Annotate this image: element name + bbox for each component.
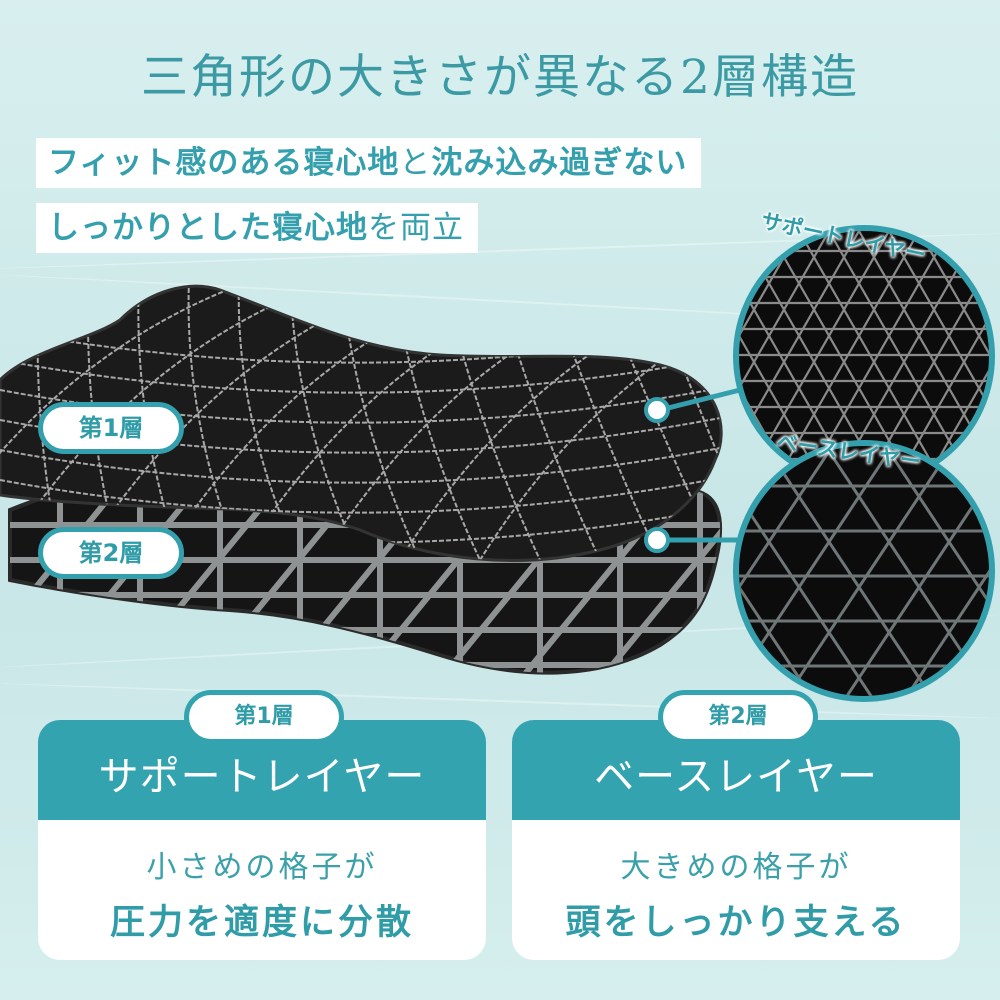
pillow-illustration: [0, 284, 741, 675]
layer1-pointer-dot: [644, 397, 670, 423]
layer1-tag: 第1層: [38, 402, 184, 454]
connector-line-top: [659, 387, 741, 413]
support-layer-closeup: [733, 225, 995, 487]
subtitle-bold: しっかりとした寝心地: [48, 210, 368, 246]
base-layer-card: ベースレイヤー 大きめの格子が 頭をしっかり支える: [512, 720, 960, 960]
base-layer-card-tag: 第2層: [658, 690, 818, 744]
layer2-tag: 第2層: [38, 527, 184, 579]
card-description-line2: 圧力を適度に分散: [109, 903, 414, 943]
subtitle-line-1: フィット感のある寝心地と沈み込み過ぎない: [36, 138, 702, 188]
card-description-line1: 大きめの格子が: [620, 850, 852, 885]
subtitle-thin: を両立: [368, 210, 464, 246]
support-layer-card-tag: 第1層: [184, 690, 344, 744]
support-layer-card: サポートレイヤー 小さめの格子が 圧力を適度に分散: [38, 720, 486, 960]
page-title: 三角形の大きさが異なる2層構造: [141, 50, 859, 105]
subtitle-thin: と: [399, 145, 432, 181]
subtitle-bold-b: 沈み込み過ぎない: [431, 145, 688, 181]
large-triangle-mesh: [739, 446, 989, 696]
subtitle-bold-a: フィット感のある寝心地: [48, 145, 400, 181]
card-description-line2: 頭をしっかり支える: [565, 903, 907, 943]
card-description-line1: 小さめの格子が: [146, 850, 378, 885]
subtitle-line-2: しっかりとした寝心地を両立: [36, 203, 478, 253]
base-layer-closeup: [733, 440, 995, 702]
layer2-pointer-dot: [644, 527, 670, 553]
